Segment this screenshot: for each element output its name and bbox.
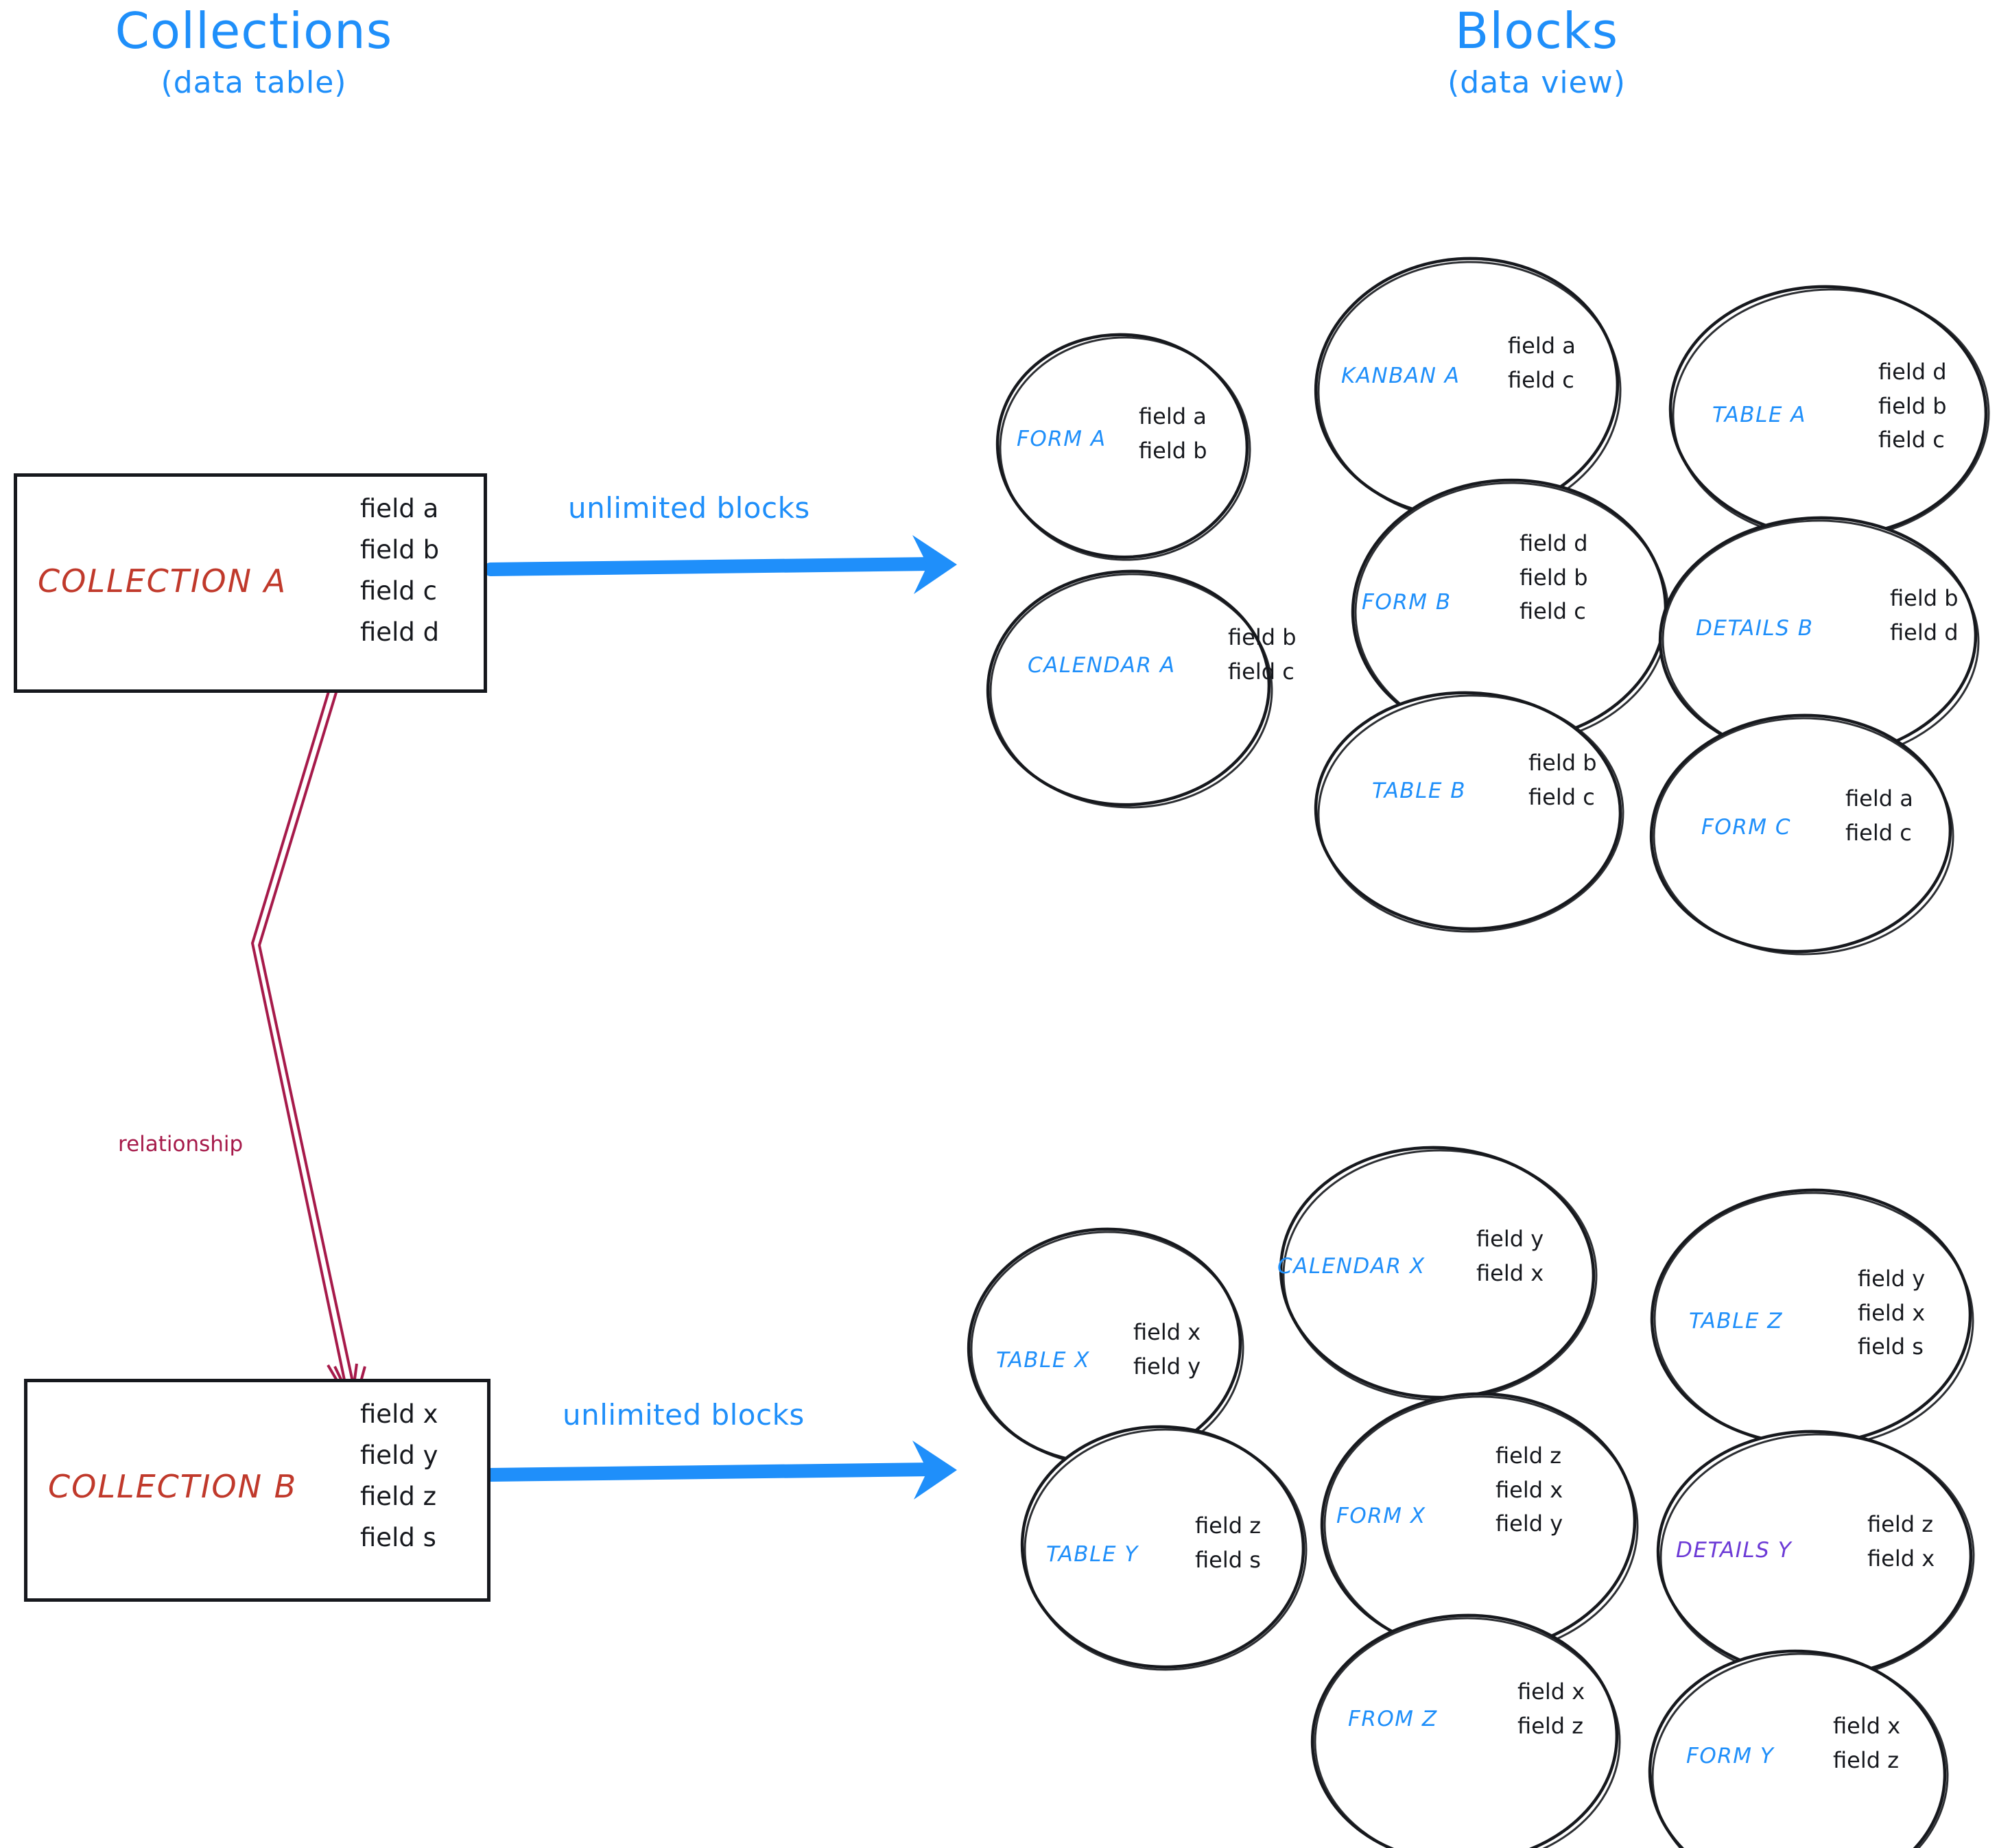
field-line: field a bbox=[1845, 785, 1913, 812]
block-table-a-fields: field d field b field c bbox=[1878, 355, 1947, 458]
field-line: field y bbox=[1495, 1511, 1563, 1537]
collection-a-field-3: field d bbox=[360, 617, 440, 647]
block-form-y-name: FORM Y bbox=[1686, 1744, 1775, 1768]
block-calendar-x-name: CALENDAR X bbox=[1277, 1254, 1426, 1279]
field-line: field b bbox=[1520, 564, 1588, 591]
collection-a-field-0: field a bbox=[360, 494, 439, 523]
block-form-b-name: FORM B bbox=[1362, 590, 1452, 615]
field-line: field d bbox=[1520, 530, 1588, 556]
block-form-x-fields: field z field x field y bbox=[1495, 1439, 1563, 1541]
field-line: field x bbox=[1476, 1259, 1544, 1286]
block-from-z-fields: field x field z bbox=[1517, 1675, 1585, 1743]
field-line: field z bbox=[1867, 1511, 1934, 1537]
collection-a-fields: field a field b field c field d bbox=[360, 488, 439, 653]
heading-blocks: Blocks (data view) bbox=[1324, 5, 1749, 99]
blocks-group-b-shapes bbox=[967, 1146, 1975, 1848]
block-from-z-name: FROM Z bbox=[1348, 1707, 1438, 1731]
heading-blocks-title: Blocks bbox=[1454, 2, 1619, 60]
field-line: field x bbox=[1133, 1319, 1201, 1345]
block-table-x-fields: field x field y bbox=[1133, 1316, 1201, 1384]
block-table-y-name: TABLE Y bbox=[1046, 1542, 1139, 1567]
field-line: field c bbox=[1508, 366, 1574, 393]
field-line: field z bbox=[1195, 1513, 1262, 1539]
field-line: field y bbox=[1133, 1353, 1201, 1379]
field-line: field x bbox=[1867, 1545, 1935, 1572]
collection-a-box[interactable] bbox=[14, 473, 487, 693]
block-table-x-name: TABLE X bbox=[996, 1348, 1091, 1373]
field-line: field c bbox=[1228, 658, 1294, 685]
unlimited-blocks-arrow-top bbox=[484, 535, 957, 594]
block-form-c-name: FORM C bbox=[1701, 815, 1792, 840]
collection-b-field-2: field z bbox=[360, 1481, 437, 1511]
field-line: field z bbox=[1517, 1712, 1584, 1739]
field-line: field x bbox=[1495, 1476, 1563, 1503]
block-table-z-fields: field y field x field s bbox=[1858, 1262, 1925, 1364]
block-kanban-a-fields: field a field c bbox=[1508, 329, 1576, 397]
block-table-y-fields: field z field s bbox=[1195, 1509, 1261, 1577]
field-line: field d bbox=[1890, 619, 1959, 645]
block-form-a-fields: field a field b bbox=[1139, 400, 1207, 468]
block-details-b-fields: field b field d bbox=[1890, 582, 1959, 650]
field-line: field y bbox=[1858, 1266, 1926, 1292]
block-kanban-a-name: KANBAN A bbox=[1341, 364, 1461, 388]
field-line: field c bbox=[1528, 783, 1595, 810]
field-line: field s bbox=[1195, 1546, 1261, 1573]
field-line: field z bbox=[1495, 1443, 1562, 1469]
field-line: field x bbox=[1833, 1713, 1901, 1739]
block-form-x-name: FORM X bbox=[1336, 1504, 1426, 1528]
field-line: field b bbox=[1228, 624, 1297, 650]
field-line: field y bbox=[1476, 1226, 1544, 1252]
block-details-b-name: DETAILS B bbox=[1696, 616, 1814, 641]
unlimited-blocks-arrow-bottom bbox=[484, 1441, 957, 1500]
block-form-a-name: FORM A bbox=[1017, 427, 1107, 451]
block-calendar-a-fields: field b field c bbox=[1228, 621, 1297, 689]
heading-collections-subtitle: (data table) bbox=[161, 64, 347, 100]
field-line: field z bbox=[1833, 1746, 1900, 1773]
field-line: field c bbox=[1878, 427, 1945, 453]
ellipse-table-x bbox=[967, 1227, 1242, 1465]
field-line: field a bbox=[1139, 403, 1207, 429]
block-calendar-a-name: CALENDAR A bbox=[1028, 653, 1176, 678]
field-line: field b bbox=[1890, 585, 1959, 611]
block-table-b-fields: field b field c bbox=[1528, 746, 1597, 814]
collection-b-fields: field x field y field z field s bbox=[360, 1394, 438, 1559]
field-line: field b bbox=[1139, 437, 1207, 464]
field-line: field c bbox=[1520, 598, 1586, 625]
block-table-a-name: TABLE A bbox=[1712, 403, 1806, 427]
block-calendar-x-fields: field y field x bbox=[1476, 1222, 1544, 1290]
relationship-connector bbox=[250, 687, 366, 1410]
heading-collections-title: Collections bbox=[115, 2, 393, 60]
block-form-c-fields: field a field c bbox=[1845, 782, 1913, 850]
heading-blocks-subtitle: (data view) bbox=[1447, 64, 1626, 100]
block-form-y-fields: field x field z bbox=[1833, 1709, 1900, 1777]
collection-a-field-1: field b bbox=[360, 534, 440, 565]
collection-b-field-3: field s bbox=[360, 1522, 436, 1552]
collection-b-name: COLLECTION B bbox=[48, 1468, 298, 1505]
blocks-group-a-shapes bbox=[986, 257, 1990, 956]
unlimited-blocks-label-top: unlimited blocks bbox=[568, 491, 810, 525]
field-line: field b bbox=[1878, 392, 1947, 419]
block-details-y-name: DETAILS Y bbox=[1676, 1538, 1793, 1563]
relationship-label: relationship bbox=[118, 1132, 244, 1157]
field-line: field s bbox=[1858, 1334, 1924, 1360]
field-line: field d bbox=[1878, 359, 1947, 385]
field-line: field x bbox=[1517, 1679, 1585, 1705]
block-form-b-fields: field d field b field c bbox=[1520, 527, 1588, 629]
collection-a-name: COLLECTION A bbox=[38, 562, 287, 600]
field-line: field c bbox=[1845, 819, 1912, 846]
field-line: field b bbox=[1528, 750, 1597, 776]
collection-b-box[interactable] bbox=[24, 1379, 490, 1602]
block-table-b-name: TABLE B bbox=[1372, 779, 1467, 803]
collection-b-field-0: field x bbox=[360, 1399, 438, 1429]
collection-b-field-1: field y bbox=[360, 1440, 438, 1470]
block-details-y-fields: field z field x bbox=[1867, 1508, 1935, 1576]
field-line: field a bbox=[1508, 333, 1576, 359]
field-line: field x bbox=[1858, 1299, 1926, 1326]
heading-collections: Collections (data table) bbox=[41, 5, 466, 99]
block-table-z-name: TABLE Z bbox=[1689, 1309, 1784, 1334]
collection-a-field-2: field c bbox=[360, 576, 437, 606]
unlimited-blocks-label-bottom: unlimited blocks bbox=[563, 1398, 805, 1432]
